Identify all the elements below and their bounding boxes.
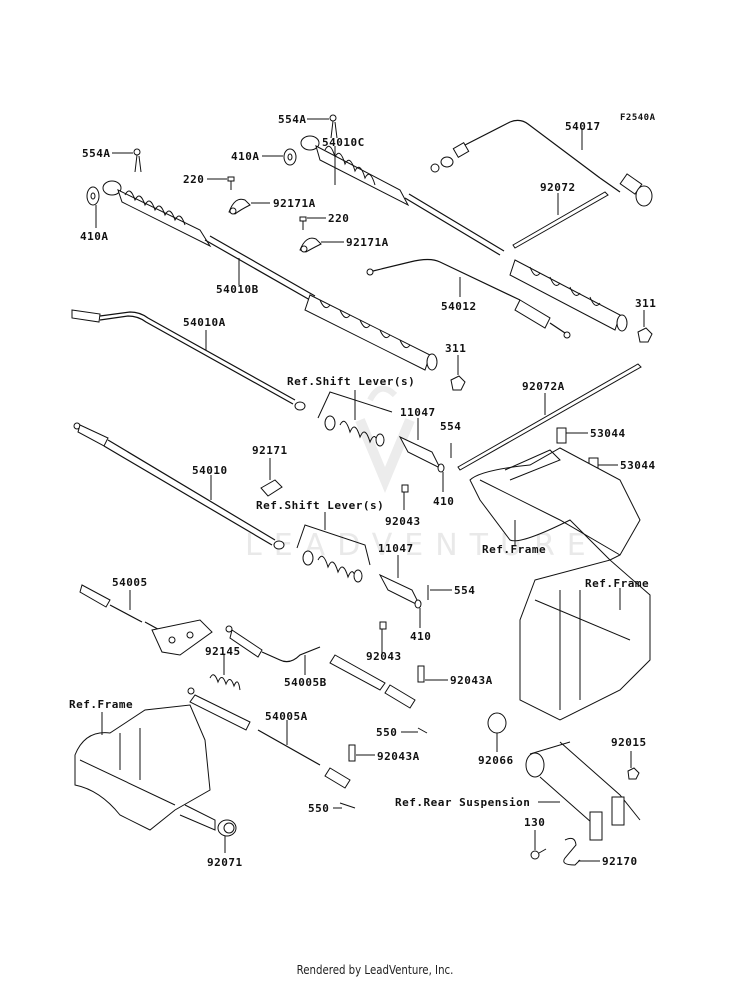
- part-92043-pin-2[interactable]: 92043: [366, 621, 402, 663]
- label-92145[interactable]: 92145: [205, 645, 241, 658]
- cable-54010[interactable]: [73, 422, 285, 550]
- part-550-cotter-2[interactable]: 550: [308, 802, 356, 815]
- label-92015[interactable]: 92015: [611, 736, 647, 749]
- part-554-pin-1[interactable]: 554: [440, 420, 461, 458]
- label-ref-shift-lever-2: Ref.Shift Lever(s): [256, 499, 384, 512]
- label-554[interactable]: 554: [440, 420, 461, 433]
- label-92043-2[interactable]: 92043: [366, 650, 402, 663]
- label-53044[interactable]: 53044: [590, 427, 626, 440]
- cable-54005[interactable]: [79, 584, 213, 656]
- footer-credit: Rendered by LeadVenture, Inc.: [296, 963, 454, 977]
- label-410A[interactable]: 410A: [80, 230, 109, 243]
- label-ref-frame-2: Ref.Frame: [585, 577, 649, 590]
- label-54012[interactable]: 54012: [441, 300, 477, 313]
- part-92072A-cable-tie[interactable]: 92072A: [457, 363, 642, 471]
- label-92043[interactable]: 92043: [385, 515, 421, 528]
- label-92171A-2[interactable]: 92171A: [346, 236, 389, 249]
- part-410A-washer-upper[interactable]: 410A: [231, 148, 297, 166]
- part-410A-washer-left[interactable]: 410A: [80, 186, 109, 243]
- label-92171[interactable]: 92171: [252, 444, 288, 457]
- label-311[interactable]: 311: [635, 297, 656, 310]
- label-92043A-2[interactable]: 92043A: [377, 750, 420, 763]
- label-92043A[interactable]: 92043A: [450, 674, 493, 687]
- part-410-washer-1[interactable]: 410: [433, 463, 454, 508]
- part-92170-clip[interactable]: 92170: [563, 837, 638, 868]
- part-53044-upper[interactable]: 53044: [556, 427, 626, 444]
- part-92043A-pin-2[interactable]: 92043A: [348, 744, 420, 763]
- part-220-bolt-2[interactable]: 220: [299, 212, 349, 230]
- part-92043A-pin-1[interactable]: 92043A: [417, 665, 493, 687]
- label-550[interactable]: 550: [376, 726, 397, 739]
- part-92043-pin-1[interactable]: 92043: [385, 484, 421, 528]
- label-554-2[interactable]: 554: [454, 584, 475, 597]
- label-54005[interactable]: 54005: [112, 576, 148, 589]
- label-92170[interactable]: 92170: [602, 855, 638, 868]
- part-550-cotter-1[interactable]: 550: [376, 726, 428, 739]
- part-554-pin-2[interactable]: 554: [427, 584, 475, 600]
- label-92171A[interactable]: 92171A: [273, 197, 316, 210]
- ref-frame-3: Ref.Frame: [69, 698, 216, 831]
- part-92171A-clamp-2[interactable]: 92171A: [299, 236, 389, 253]
- label-54005B[interactable]: 54005B: [284, 676, 327, 689]
- label-92072[interactable]: 92072: [540, 181, 576, 194]
- label-ref-rear-suspension: Ref.Rear Suspension: [395, 796, 530, 809]
- label-92071[interactable]: 92071: [207, 856, 243, 869]
- part-92171A-clamp-1[interactable]: 92171A: [228, 197, 316, 215]
- label-554A[interactable]: 554A: [82, 147, 111, 160]
- ref-frame-1: Ref.Frame: [469, 447, 641, 561]
- label-54010[interactable]: 54010: [192, 464, 228, 477]
- part-11047-block-2[interactable]: 11047: [378, 542, 422, 608]
- part-92072-cable-tie[interactable]: 92072: [512, 181, 609, 249]
- label-54005A[interactable]: 54005A: [265, 710, 308, 723]
- cable-54017[interactable]: [430, 119, 653, 207]
- part-311-nut-mid[interactable]: 311: [445, 342, 466, 391]
- label-220[interactable]: 220: [183, 173, 204, 186]
- part-92171-clamp[interactable]: 92171: [252, 444, 288, 497]
- label-92072A[interactable]: 92072A: [522, 380, 565, 393]
- part-92145-spring[interactable]: 92145: [205, 645, 241, 691]
- label-550-2[interactable]: 550: [308, 802, 329, 815]
- part-554A-clip-upper[interactable]: 554A: [278, 113, 338, 139]
- label-ref-frame-1: Ref.Frame: [482, 543, 546, 556]
- label-53044-2[interactable]: 53044: [620, 459, 656, 472]
- part-220-bolt-1[interactable]: 220: [183, 173, 235, 190]
- ref-frame-2: Ref.Frame: [519, 559, 651, 721]
- label-410A-upper[interactable]: 410A: [231, 150, 260, 163]
- label-54010C[interactable]: 54010C: [322, 136, 365, 149]
- label-410-2[interactable]: 410: [410, 630, 431, 643]
- label-554A-upper[interactable]: 554A: [278, 113, 307, 126]
- part-92071-grommet[interactable]: 92071: [207, 819, 243, 869]
- label-ref-shift-lever-1: Ref.Shift Lever(s): [287, 375, 415, 388]
- label-92066[interactable]: 92066: [478, 754, 514, 767]
- cable-54010C[interactable]: [300, 135, 628, 332]
- cable-54012[interactable]: [366, 258, 571, 339]
- cable-54005A[interactable]: [187, 687, 351, 789]
- figure-id: F2540A: [620, 113, 656, 123]
- label-11047-2[interactable]: 11047: [378, 542, 414, 555]
- ref-rear-suspension: Ref.Rear Suspension: [395, 741, 641, 841]
- cable-54010A[interactable]: [71, 309, 306, 411]
- cable-54005B[interactable]: [225, 625, 416, 709]
- cable-54010B[interactable]: [102, 180, 438, 371]
- part-410-washer-2[interactable]: 410: [410, 599, 431, 643]
- part-92066-cap[interactable]: 92066: [478, 712, 514, 767]
- label-54010B[interactable]: 54010B: [216, 283, 259, 296]
- label-130[interactable]: 130: [524, 816, 545, 829]
- shift-lever-assembly-2[interactable]: Ref.Shift Lever(s): [256, 499, 384, 583]
- part-554A-clip-left[interactable]: 554A: [82, 147, 142, 173]
- part-92015-nut[interactable]: 92015: [611, 736, 647, 780]
- part-311-nut-right[interactable]: 311: [635, 297, 656, 343]
- part-130-bolt[interactable]: 130: [524, 816, 547, 860]
- label-54010A[interactable]: 54010A: [183, 316, 226, 329]
- label-ref-frame-3: Ref.Frame: [69, 698, 133, 711]
- label-311-2[interactable]: 311: [445, 342, 466, 355]
- label-54017[interactable]: 54017: [565, 120, 601, 133]
- label-410[interactable]: 410: [433, 495, 454, 508]
- shift-lever-assembly-1[interactable]: Ref.Shift Lever(s): [287, 375, 415, 447]
- label-220-2[interactable]: 220: [328, 212, 349, 225]
- label-11047[interactable]: 11047: [400, 406, 436, 419]
